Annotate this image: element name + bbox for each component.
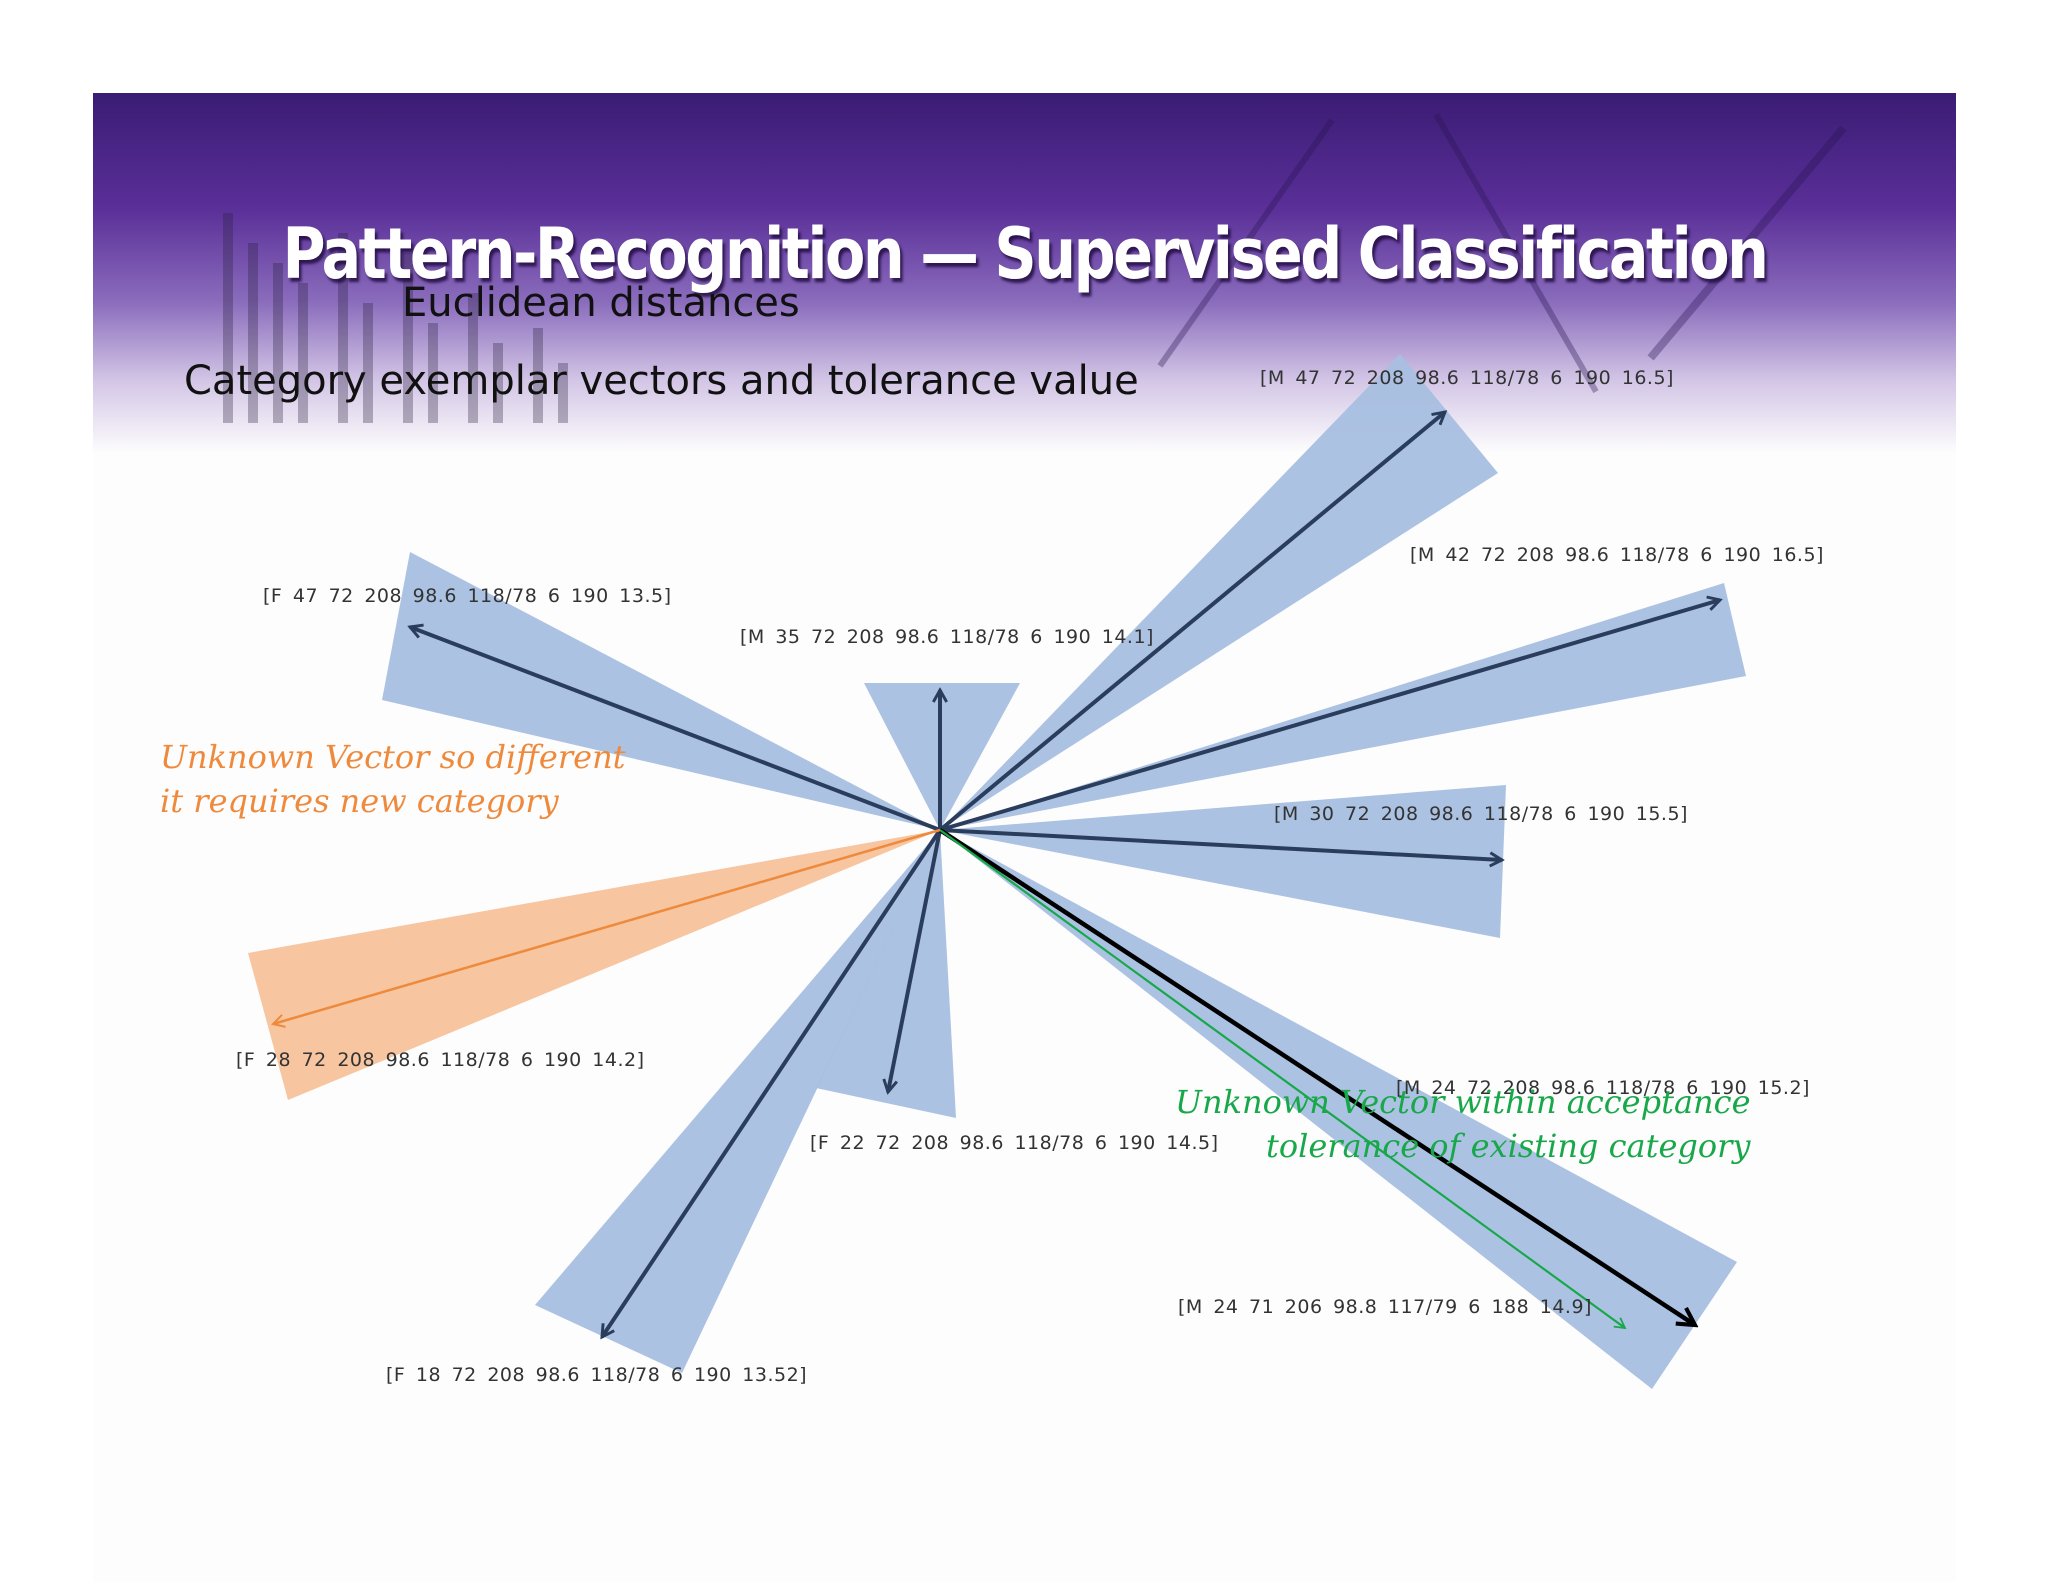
tolerance-cone [940,583,1746,830]
subtitle-exemplars: Category exemplar vectors and tolerance … [184,358,1139,404]
vector-label: [M 42 72 208 98.6 118/78 6 190 16.5] [1410,544,1824,566]
tolerance-cone [816,830,956,1118]
vector-label: [M 24 71 206 98.8 117/79 6 188 14.9] [1178,1296,1592,1318]
tolerance-cones [382,354,1746,1389]
tolerance-cone [382,552,940,830]
exemplar-arrow-m24 [938,828,1695,1325]
vector-label: [F 18 72 208 98.6 118/78 6 190 13.52] [386,1364,808,1386]
decorative-bar [533,328,543,423]
vector-label: [M 35 72 208 98.6 118/78 6 190 14.1] [740,626,1154,648]
unknown-vector-cone [248,830,940,1100]
tolerance-cone [940,785,1506,938]
decorative-bar [493,343,503,423]
tolerance-cone [940,354,1498,830]
decorative-bar [298,283,308,423]
exemplar-arrow [410,627,941,832]
exemplar-arrow [939,828,1502,860]
decorative-bar [468,293,478,423]
vector-label: [M 47 72 208 98.6 118/78 6 190 16.5] [1260,367,1674,389]
note-line: tolerance of existing category [1265,1127,1751,1165]
tolerance-cone [940,830,1737,1389]
decorative-bar [248,243,258,423]
decorative-bar [363,303,373,423]
exemplar-arrow [602,828,942,1337]
slide: Pattern-Recognition — Supervised Classif… [93,93,1956,1582]
decorative-bar [273,263,283,423]
vector-label: [M 24 72 208 98.6 118/78 6 190 15.2] [1396,1077,1810,1099]
vector-label: [M 30 72 208 98.6 118/78 6 190 15.5] [1274,803,1688,825]
decorative-bar [428,323,438,423]
vector-label: [F 47 72 208 98.6 118/78 6 190 13.5] [263,585,672,607]
subtitle-euclidean: Euclidean distances [402,280,800,326]
tolerance-cone [535,830,940,1373]
new-category-note: Unknown Vector so different it requires … [160,735,626,823]
note-line: it requires new category [160,782,559,820]
vector-label: [F 22 72 208 98.6 118/78 6 190 14.5] [810,1132,1219,1154]
vector-label: [F 28 72 208 98.6 118/78 6 190 14.2] [236,1049,645,1071]
header-banner [93,93,1956,453]
exemplar-arrow [938,412,1445,832]
unknown-vector-new-arrow [271,828,941,1028]
exemplar-arrows [410,412,1720,1337]
decorative-bar-chart [203,193,703,423]
exemplar-arrow [939,600,1720,832]
unknown-vector-accepted-arrow [939,829,1627,1330]
page-title: Pattern-Recognition — Supervised Classif… [282,213,1769,295]
exemplar-arrow [888,829,942,1092]
acceptance-note: Unknown Vector within acceptance toleran… [1175,1080,1751,1168]
note-line: Unknown Vector so different [160,738,626,776]
decorative-bar [403,253,413,423]
decorative-bar [338,233,348,423]
decorative-bar [558,363,568,423]
note-line: Unknown Vector within acceptance [1175,1083,1751,1121]
decorative-bar [223,213,233,423]
